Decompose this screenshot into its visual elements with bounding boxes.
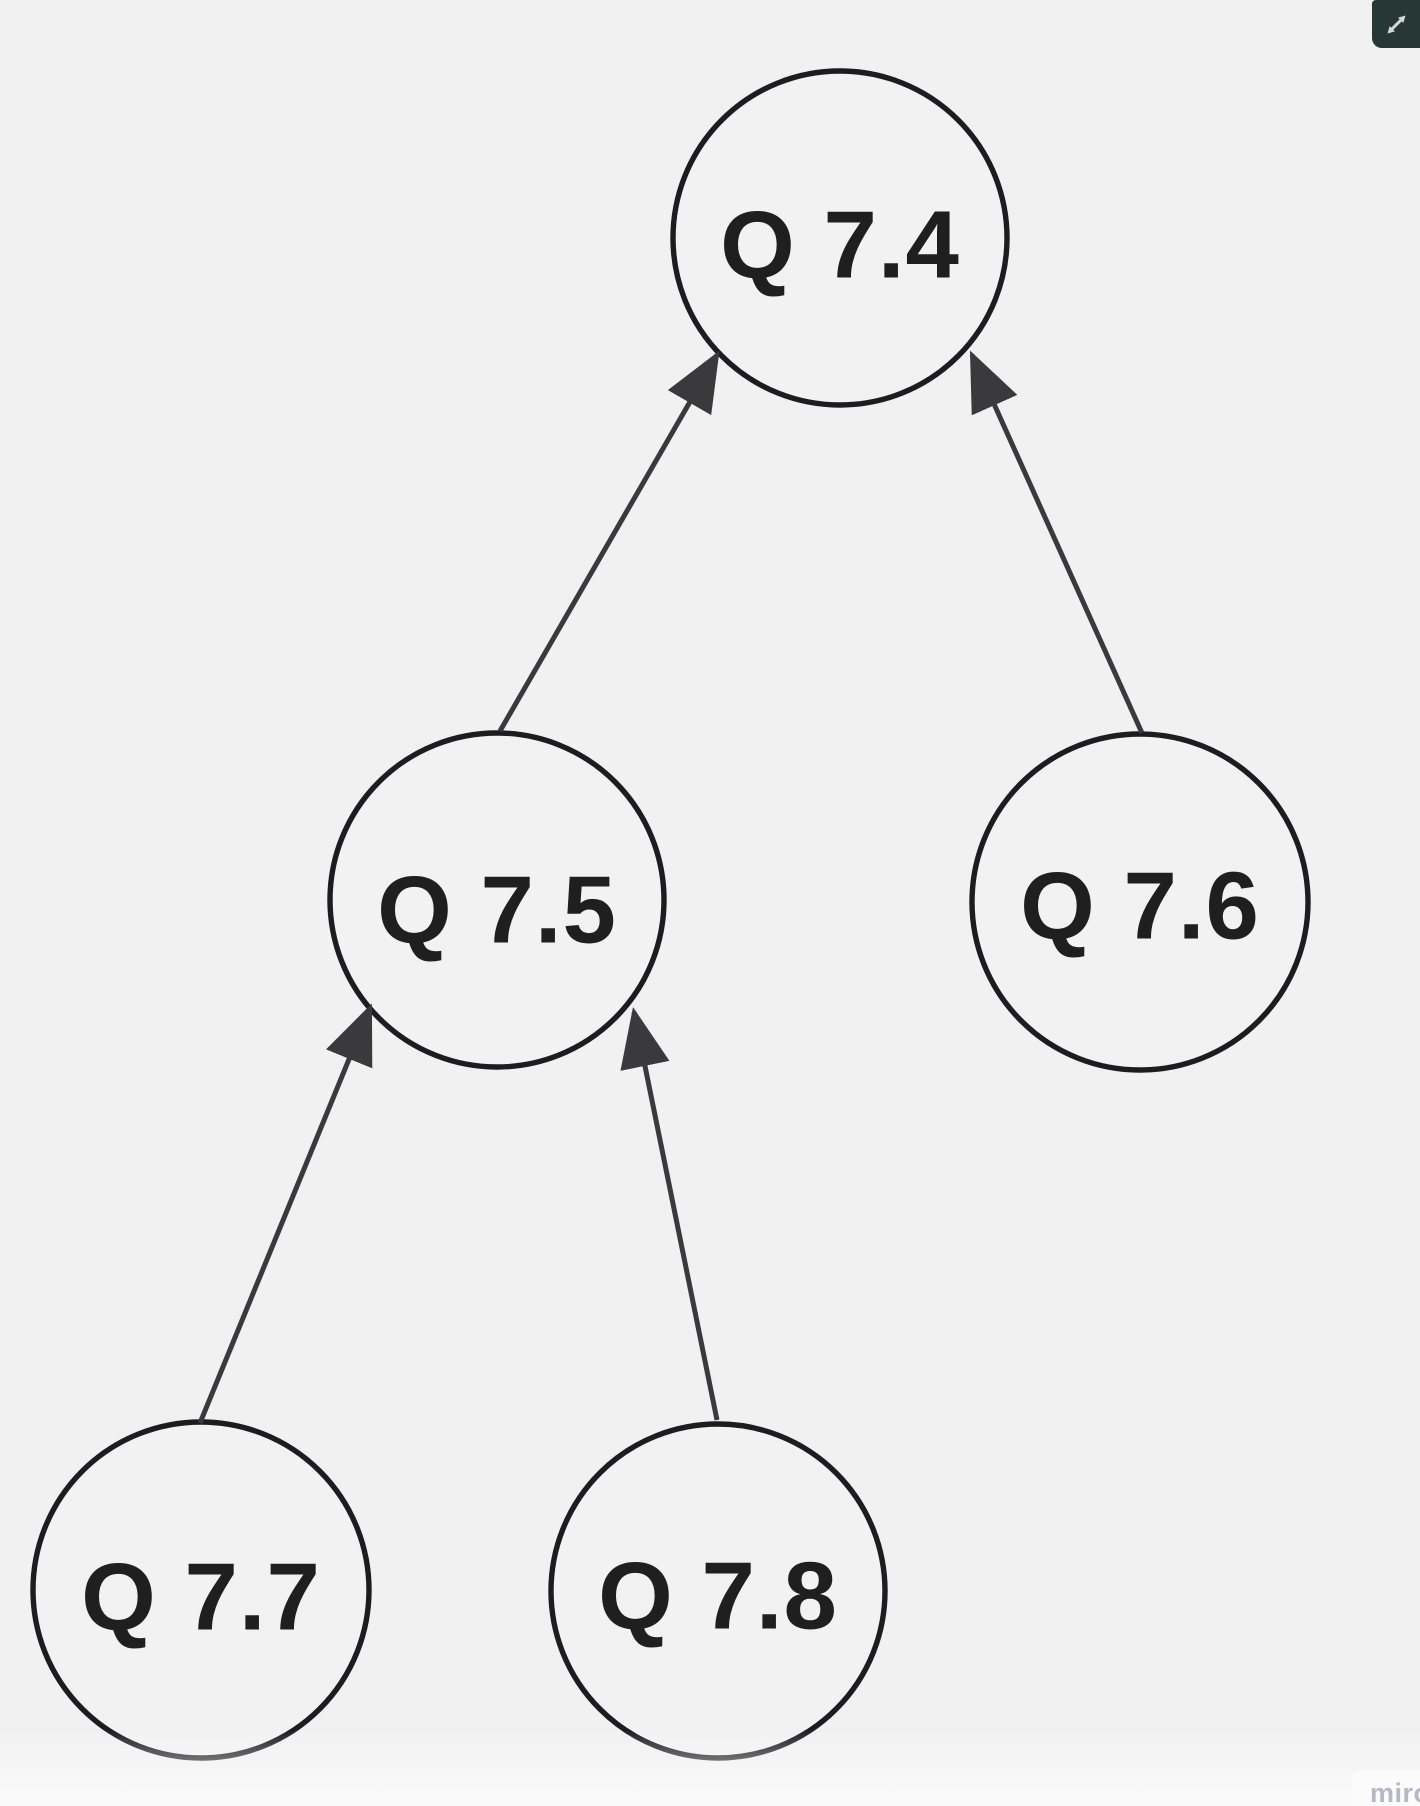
node-q75-label: Q 7.5 bbox=[377, 857, 617, 964]
node-q77-label: Q 7.7 bbox=[81, 1544, 321, 1651]
node-q76[interactable]: Q 7.6 bbox=[969, 731, 1311, 1073]
expand-icon bbox=[1387, 15, 1405, 33]
node-q75[interactable]: Q 7.5 bbox=[327, 730, 667, 1070]
node-q75-circle[interactable] bbox=[327, 730, 667, 1070]
node-q78-label: Q 7.8 bbox=[598, 1543, 838, 1650]
node-q77[interactable]: Q 7.7 bbox=[30, 1419, 372, 1761]
connector-q78-to-q75 bbox=[620, 1007, 720, 1421]
node-q74-label: Q 7.4 bbox=[720, 192, 960, 299]
miro-watermark[interactable]: miro bbox=[1352, 1770, 1420, 1806]
expand-button[interactable] bbox=[1372, 0, 1420, 48]
miro-watermark-label: miro bbox=[1370, 1777, 1420, 1806]
node-q76-circle[interactable] bbox=[969, 731, 1311, 1073]
connector-q76-to-q74 bbox=[969, 350, 1145, 735]
node-q74[interactable]: Q 7.4 bbox=[670, 68, 1010, 408]
node-q78[interactable]: Q 7.8 bbox=[548, 1421, 888, 1761]
connector-q77-to-q75 bbox=[197, 1003, 373, 1424]
connector-q75-to-q74 bbox=[497, 350, 720, 733]
node-q74-circle[interactable] bbox=[670, 68, 1010, 408]
node-q76-label: Q 7.6 bbox=[1020, 853, 1260, 960]
